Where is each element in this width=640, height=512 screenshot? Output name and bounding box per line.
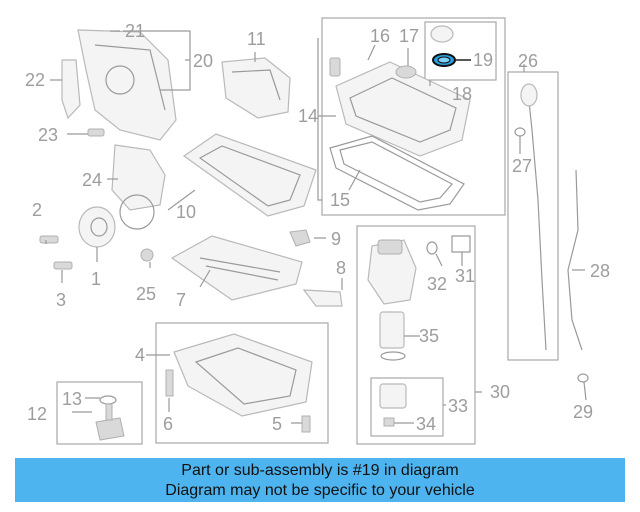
label-31: 31: [455, 266, 475, 286]
dipstick-26-handle: [520, 83, 538, 107]
sensor-box: [56, 381, 143, 445]
oil-pan-4-part: [173, 333, 313, 417]
seal-19-inner: [437, 56, 451, 64]
sensor-12-stem: [105, 403, 113, 421]
gasket-10-inner: [198, 145, 301, 207]
label-5: 5: [272, 414, 282, 434]
oring-27-part: [514, 127, 526, 137]
label-1: 1: [91, 269, 101, 289]
filter-oring-part: [380, 351, 406, 361]
dipstick-26-part: [527, 91, 547, 351]
timing-cover-lower-part: [111, 144, 166, 211]
oil-pan-4-inner: [194, 347, 297, 405]
filter-35-part: [379, 311, 405, 349]
cap-17-part: [395, 65, 417, 79]
label-19: 19: [473, 50, 493, 70]
label-6: 6: [163, 414, 173, 434]
info-banner: Part or sub-assembly is #19 in diagram D…: [15, 458, 625, 502]
label-12: 12: [27, 404, 47, 424]
label-3: 3: [56, 290, 66, 310]
oring-32-part: [426, 241, 438, 255]
label-18: 18: [452, 84, 472, 104]
banner-line-2: Diagram may not be specific to your vehi…: [165, 482, 475, 499]
label-23: 23: [38, 125, 58, 145]
label-20: 20: [193, 51, 213, 71]
seal-group-box: [424, 21, 497, 81]
label-11: 11: [247, 29, 266, 49]
bolt-2-part: [39, 235, 59, 244]
label-14: 14: [298, 106, 318, 126]
label-17: 17: [399, 26, 419, 46]
bolt-25-part: [140, 248, 154, 262]
label-8: 8: [336, 258, 346, 278]
seal-ring-24: [119, 194, 155, 230]
oil-pan-box: [155, 322, 329, 444]
leader-lines: [45, 30, 587, 424]
label-30: 30: [490, 382, 510, 402]
timing-cover-hole: [105, 65, 135, 95]
bolt-5-part: [301, 415, 311, 433]
bolt-3-part: [53, 261, 73, 270]
gasket-8-part: [302, 289, 343, 307]
label-32: 32: [427, 274, 447, 294]
filter-housing-part: [367, 239, 417, 305]
oil-filter-housing-box: [356, 225, 476, 445]
filler-cap-18-part: [430, 25, 454, 43]
bracket-22-part: [61, 59, 81, 120]
gasket-15-part: [329, 135, 465, 211]
stud-6-part: [165, 369, 174, 397]
label-33: 33: [448, 396, 468, 416]
label-29: 29: [573, 402, 593, 422]
label-26: 26: [518, 51, 538, 71]
label-9: 9: [331, 229, 341, 249]
filter-housing-top: [377, 239, 403, 255]
filter-sub-box: [370, 377, 444, 437]
guide-tube-28-part: [567, 169, 583, 351]
filter-33-part: [379, 383, 407, 409]
label-10: 10: [176, 202, 196, 222]
label-24: 24: [82, 170, 102, 190]
plug-34-part: [383, 417, 395, 427]
gasket-10-part: [182, 133, 317, 217]
pulley-1-hub: [90, 217, 108, 237]
valve-cover-14-detail: [349, 77, 457, 143]
label-28: 28: [590, 261, 610, 281]
actuator-11-part: [221, 57, 291, 119]
timing-cover-part: [77, 29, 177, 141]
pulley-1-part: [78, 206, 116, 248]
label-7: 7: [176, 290, 186, 310]
label-25: 25: [136, 284, 156, 304]
banner-line-1: Part or sub-assembly is #19 in diagram: [181, 462, 459, 479]
label-35: 35: [419, 326, 439, 346]
label-22: 22: [25, 70, 45, 90]
pan-7-part: [170, 235, 303, 301]
gasket-15-inner: [339, 141, 453, 203]
plug-9-part: [289, 229, 311, 247]
actuator-11-detail: [231, 69, 281, 101]
label-27: 27: [512, 156, 532, 176]
seal-31-part: [451, 235, 471, 253]
dipstick-box: [507, 71, 559, 361]
label-15: 15: [330, 190, 350, 210]
label-13: 13: [62, 389, 82, 409]
pan-7-ribs: [199, 257, 281, 281]
label-2: 2: [32, 200, 42, 220]
bolt-23-part: [87, 128, 105, 137]
label-16: 16: [370, 26, 390, 46]
bolt-16-part: [329, 57, 341, 77]
oring-29-part: [577, 373, 589, 383]
valve-cover-14-part: [335, 61, 471, 157]
sensor-12-part: [95, 417, 125, 441]
label-34: 34: [416, 414, 436, 434]
label-4: 4: [135, 345, 145, 365]
label-21: 21: [125, 21, 145, 41]
oring-13-part: [99, 395, 117, 405]
